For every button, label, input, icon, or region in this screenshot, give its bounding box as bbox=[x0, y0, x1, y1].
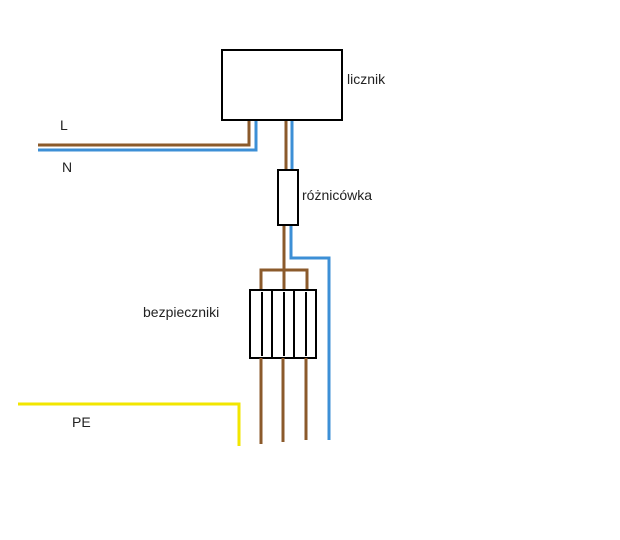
rcd-box bbox=[277, 169, 299, 226]
pe-wire bbox=[18, 402, 241, 446]
neutral-label: N bbox=[62, 159, 72, 175]
rcd-label: różnicówka bbox=[302, 187, 372, 203]
meter-box bbox=[221, 49, 343, 121]
line-wire-incoming bbox=[38, 120, 251, 147]
meter-label: licznik bbox=[347, 71, 386, 87]
line-label: L bbox=[60, 117, 68, 133]
pe-label: PE bbox=[72, 414, 91, 430]
fuses-label: bezpieczniki bbox=[143, 304, 219, 320]
neutral-wire-rcd-to-out bbox=[289, 225, 331, 440]
neutral-wire-incoming bbox=[38, 120, 258, 152]
fuses-block bbox=[249, 289, 317, 359]
